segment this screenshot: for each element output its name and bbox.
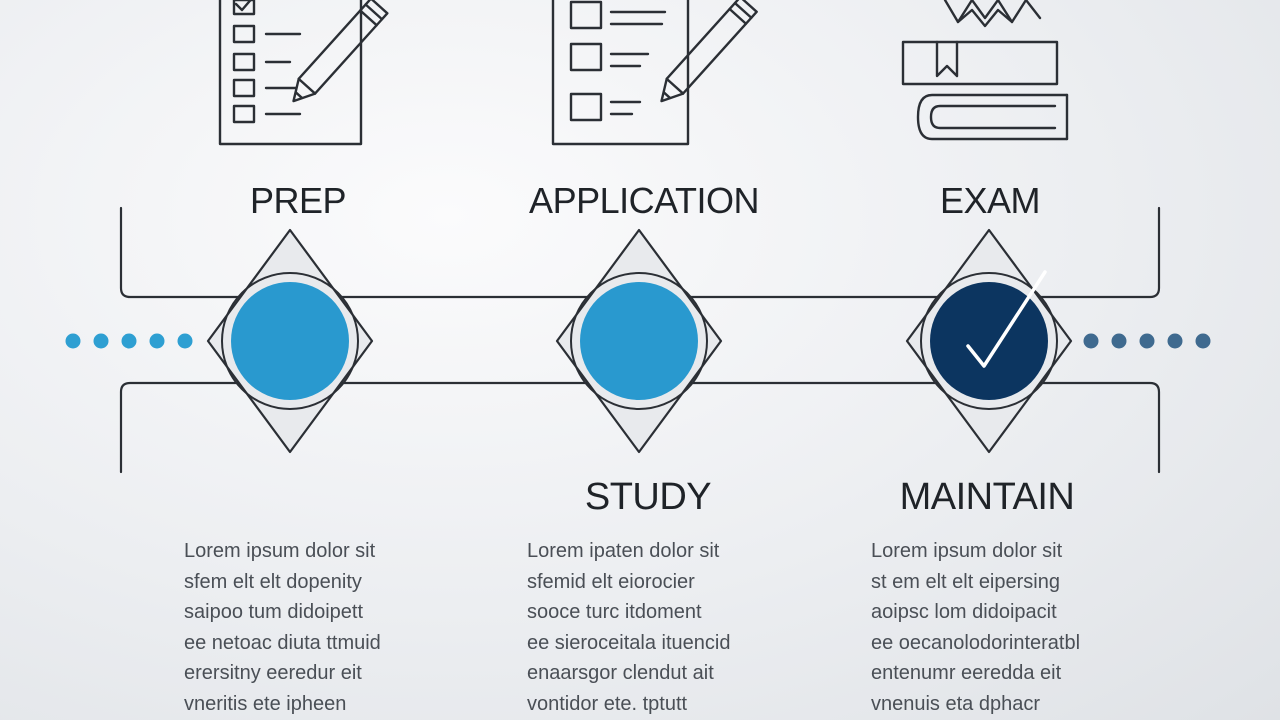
description-line: saipoo tum didoipett [184, 601, 364, 623]
description-line: sfemid elt eiorocier [527, 570, 695, 593]
description-line: Lorem ipsum dolor sit [184, 540, 376, 562]
step-label-study: STUDY [584, 476, 712, 518]
checklist-pencil-icon [218, 0, 389, 146]
step-label-maintain: MAINTAIN [899, 476, 1075, 518]
node-application [555, 228, 723, 454]
right-dots [1083, 333, 1211, 349]
description-line: enaarsgor clendut ait [527, 662, 714, 684]
description-line: sooce turc itdoment [527, 601, 702, 623]
description-line: vneritis ete ipheen [184, 692, 347, 715]
description-maintain: Lorem ipsum dolor sit st em elt elt eipe… [871, 536, 1131, 719]
description-line: aoipsc lom didoipacit [871, 601, 1057, 623]
step-label-exam: EXAM [939, 180, 1041, 221]
description-line: vnenuis eta dphacr [871, 692, 1041, 715]
step-label-prep: PREP [249, 180, 347, 221]
description-line: st em elt elt eipersing [871, 570, 1060, 593]
description-line: vontidor ete. tptutt [527, 692, 688, 715]
form-pencil-icon [551, 0, 758, 146]
description-line: erersitny eeredur eit [184, 662, 362, 684]
description-line: entenumr eeredda eit [871, 662, 1062, 684]
node-circle-navy [930, 282, 1048, 400]
node-exam [905, 228, 1073, 454]
node-circle-blue [580, 282, 698, 400]
node-prep [206, 228, 374, 454]
books-ribbon-icon [901, 0, 1069, 141]
description-line: ee sieroceitala ituencid [527, 631, 731, 654]
node-circle-blue [231, 282, 349, 400]
description-line: Lorem ipaten dolor sit [527, 540, 720, 562]
description-line: Lorem ipsum dolor sit [871, 540, 1063, 562]
description-line: ee oecanolodorinteratbl [871, 631, 1081, 654]
step-label-application: APPLICATION [529, 180, 759, 221]
left-dots [65, 333, 193, 349]
description-study: Lorem ipaten dolor sit sfemid elt eioroc… [527, 536, 787, 719]
checkmark-icon [966, 270, 1047, 368]
description-line: ee netoac diuta ttmuid [184, 631, 381, 654]
description-prep: Lorem ipsum dolor sit sfem elt elt dopen… [184, 536, 444, 719]
description-line: sfem elt elt dopenity [184, 570, 362, 593]
